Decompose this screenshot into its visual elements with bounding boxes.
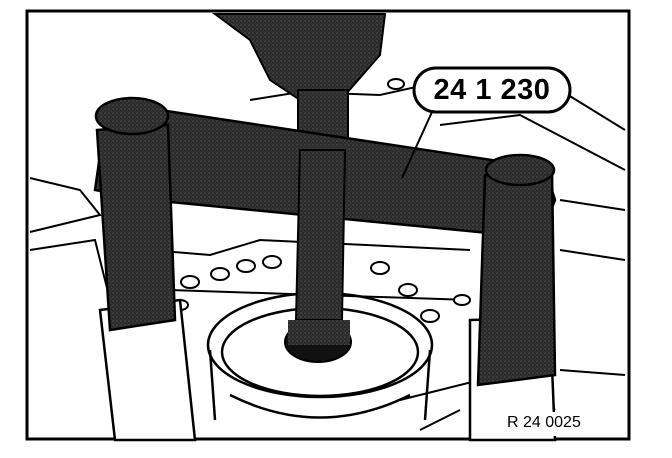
- callout-bubble: [412, 66, 572, 114]
- tool-number-label: 24 1 230: [433, 73, 551, 106]
- tool-left-knob: [94, 96, 170, 136]
- callout-leader: [401, 111, 433, 179]
- tool-right-knob: [484, 153, 556, 187]
- tool-center-rod: [294, 149, 347, 321]
- head-bolt-holes: [171, 78, 471, 323]
- reference-code: R 24 0025: [507, 414, 581, 431]
- tool-right-leg: [476, 168, 557, 387]
- tool-left-leg: [95, 123, 177, 332]
- reference-label-background: [500, 412, 612, 436]
